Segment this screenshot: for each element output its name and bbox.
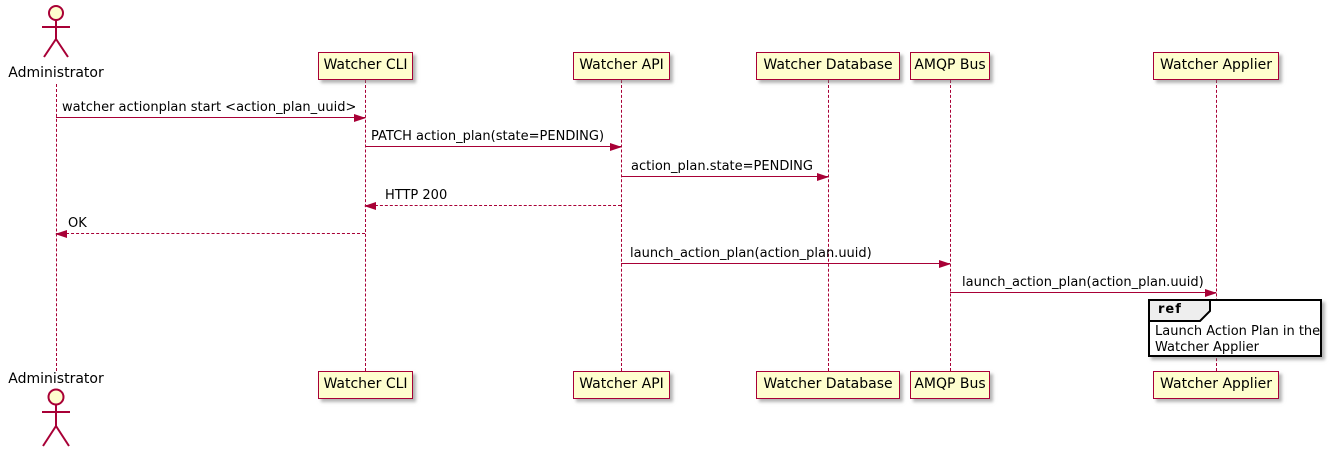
arrowhead-right-icon xyxy=(939,260,951,268)
arrowhead-left-icon xyxy=(55,230,67,238)
participant-watcher-cli-bottom: Watcher CLI xyxy=(318,371,413,399)
message-label: launch_action_plan(action_plan.uuid) xyxy=(630,246,872,261)
actor-label-bottom: Administrator xyxy=(8,371,104,387)
actor-icon xyxy=(42,388,70,447)
lifeline-administrator xyxy=(56,84,57,371)
arrowhead-left-icon xyxy=(364,202,376,210)
arrow-line xyxy=(621,263,950,264)
lifeline-watcher-applier xyxy=(1216,80,1217,371)
ref-fragment: ref Launch Action Plan in the Watcher Ap… xyxy=(1148,299,1322,357)
participant-watcher-applier-bottom: Watcher Applier xyxy=(1153,371,1279,399)
message-label: watcher actionplan start <action_plan_uu… xyxy=(62,100,357,115)
arrow-line xyxy=(365,205,621,206)
message-label: action_plan.state=PENDING xyxy=(631,159,813,174)
arrow-line xyxy=(56,233,365,234)
message-launch-action-plan-bus: launch_action_plan(action_plan.uuid) xyxy=(950,273,1217,297)
ref-text-line2: Watcher Applier xyxy=(1155,340,1259,355)
arrowhead-right-icon xyxy=(354,114,366,122)
participant-watcher-database-top: Watcher Database xyxy=(756,52,900,80)
message-ok: OK xyxy=(55,214,365,238)
message-label: HTTP 200 xyxy=(385,188,448,203)
message-http-200: HTTP 200 xyxy=(364,186,621,210)
arrowhead-right-icon xyxy=(1205,289,1217,297)
message-actionplan-start: watcher actionplan start <action_plan_uu… xyxy=(56,98,366,122)
participant-watcher-api-bottom: Watcher API xyxy=(573,371,670,399)
arrowhead-right-icon xyxy=(610,143,622,151)
participant-amqp-bus-top: AMQP Bus xyxy=(910,52,990,80)
arrow-line xyxy=(950,292,1216,293)
message-label: OK xyxy=(68,216,87,231)
ref-tag: ref xyxy=(1148,299,1215,322)
lifeline-amqp-bus xyxy=(950,80,951,371)
ref-pentagon-icon xyxy=(1148,299,1211,322)
arrowhead-right-icon xyxy=(817,173,829,181)
participant-watcher-cli-top: Watcher CLI xyxy=(318,52,413,80)
participant-amqp-bus-bottom: AMQP Bus xyxy=(910,371,990,399)
lifeline-watcher-cli xyxy=(365,80,366,371)
arrow-line xyxy=(56,117,365,118)
arrow-line xyxy=(621,176,828,177)
actor-administrator-bottom xyxy=(38,386,74,456)
message-label: PATCH action_plan(state=PENDING) xyxy=(371,129,605,144)
message-state-pending: action_plan.state=PENDING xyxy=(621,157,829,181)
actor-administrator-top xyxy=(38,3,74,69)
message-patch-action-plan: PATCH action_plan(state=PENDING) xyxy=(365,127,622,151)
actor-label-top: Administrator xyxy=(8,65,104,81)
lifeline-watcher-database xyxy=(828,80,829,371)
arrow-line xyxy=(365,146,621,147)
participant-watcher-applier-top: Watcher Applier xyxy=(1153,52,1279,80)
message-launch-action-plan-api: launch_action_plan(action_plan.uuid) xyxy=(621,244,951,268)
actor-icon xyxy=(42,5,70,58)
participant-watcher-database-bottom: Watcher Database xyxy=(756,371,900,399)
participant-watcher-api-top: Watcher API xyxy=(573,52,670,80)
ref-keyword: ref xyxy=(1158,302,1182,317)
ref-text-line1: Launch Action Plan in the xyxy=(1155,324,1321,339)
message-label: launch_action_plan(action_plan.uuid) xyxy=(962,275,1204,290)
lifeline-watcher-api xyxy=(621,80,622,371)
